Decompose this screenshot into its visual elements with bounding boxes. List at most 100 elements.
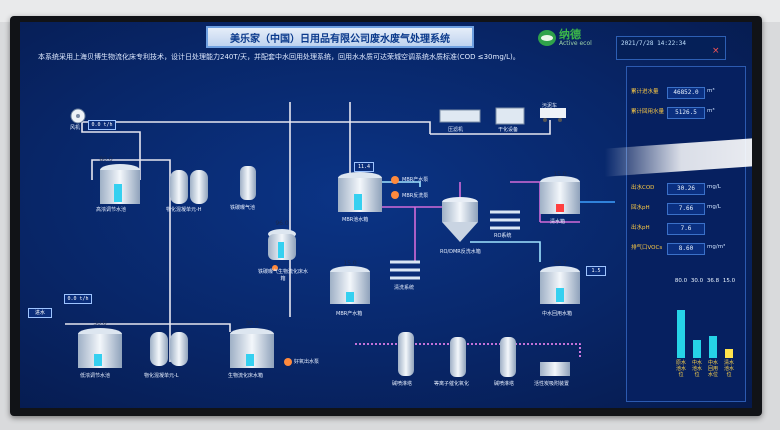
tank-physchem-l [150,332,188,366]
tank-physchem-h [170,170,208,204]
pipe-gas [355,343,581,357]
tank-t9-label: 中水回用水箱 [542,311,573,317]
bar-value-0: 80.0 [674,278,688,284]
tank-fluidized-bed [268,229,296,260]
pump3-icon [284,358,292,366]
tank-iron-carbon [240,166,256,200]
pump1-icon [391,176,399,184]
truck-icon [540,108,566,118]
pipe-low [65,323,231,332]
bar-value-3: 15.0 [722,278,736,284]
bar-label-0: 原水池水位 [675,360,686,378]
inlet-tag: 进水 [28,308,52,318]
tank-t9-value: 36.7 [553,260,567,267]
datetime-display: 2021/7/28 14:22:34 [616,36,726,60]
bar-label-3: 清水池水位 [723,360,734,378]
tank-t5-value: 96.0 [275,220,289,227]
dryer-icon [495,107,525,125]
system-description-marquee: 本系统采用上海贝博生物流化床专利技术，设计日处理能力240T/天，并配套中水回用… [38,53,520,61]
scrubber1-icon [398,332,414,376]
flow-tag-1: 0.0 t/h [88,120,116,130]
ph-tag-1: 11.4 [354,162,374,172]
pump2-icon [391,191,399,199]
tank-t8-value: 15.0 [553,171,567,178]
tank-t3-label: 铁碳曝气池 [230,205,256,211]
page-title: 美乐家（中国）日用品有限公司废水废气处理系统 [206,26,474,48]
scrubber3-label: 碱喷淋塔 [494,381,515,387]
water-level-bar-chart: 80.0 原水池水位 30.0 中水池水位 36.8 中水回用水位 15.0 清水池水位 [674,262,752,386]
bar-2 [709,335,717,358]
tank-t2-label: 物化混凝单元-H [166,207,202,213]
bar-label-1: 中水池水位 [691,360,702,378]
pump4-icon [272,265,278,271]
truck-label: 污泥车 [542,103,558,109]
flow-tag-2: 0.0 t/h [64,294,92,304]
pipe-ro [470,241,541,262]
filter-label: 压滤机 [448,127,464,133]
pipe-air [81,122,141,180]
tank-clear [540,176,580,214]
scrubber3-icon [500,337,516,377]
pipe-pink1 [360,206,416,262]
tank-t1-value: 80.0 [99,156,113,163]
scrubber2-icon [450,337,466,377]
company-logo: 纳德 Active ecol [538,28,606,48]
tank-t6-label: MBR产水箱 [336,311,363,317]
bar-value-2: 36.8 [706,278,720,284]
ro-label: RO系统 [494,233,512,239]
process-diagram [65,102,615,377]
pipe-high [91,159,171,180]
scada-screen: 美乐家（中国）日用品有限公司废水废气处理系统 纳德 Active ecol 20… [20,22,752,408]
tank-t10-value: 30.0 [93,320,107,327]
level-tag: 1.5 [586,266,606,276]
tank-t12-value: 30.0 [245,320,259,327]
biofilter-icon [540,362,570,376]
tank-low-concentration [78,328,122,368]
pipe-mbr [370,181,421,187]
pump2-label: MBR反洗泵 [402,193,429,199]
pipe-pink3 [510,181,541,222]
scrubber1-label: 碱喷淋塔 [392,381,413,387]
biofilter-label: 活性炭吸附装置 [534,381,570,387]
tank-t12-label: 生物流化床水箱 [228,373,264,379]
tank-reuse [540,266,580,304]
logo-subtext: Active ecol [559,40,592,47]
tank-mbr [338,172,382,212]
ro-coil-icon [390,210,520,280]
tank-mbr-product [330,266,370,304]
tank-t8-label: 清水箱 [550,219,566,225]
tank-t5-label: 铁碳曝气生物流化床水箱 [258,269,309,282]
dryer-label: 干化设备 [498,127,519,133]
tank-t11-label: 物化混凝单元-L [144,373,179,379]
pump3-label: 好氧出水泵 [294,359,320,365]
tank-t1-label: 高浓调节水池 [96,207,127,213]
scrubber2-label: 等离子催化氧化 [434,381,470,387]
fan-label: 风机 [70,125,81,131]
close-icon[interactable]: × [712,46,720,56]
bar-value-1: 30.0 [690,278,704,284]
tank-t6-value: 15.0 [343,260,357,267]
tank-t10-label: 低浓调节水池 [80,373,111,379]
cip-label: 清洗系统 [394,285,415,291]
bar-0 [677,310,685,358]
tank-ro-backwash [442,197,478,242]
filter-press-icon [439,109,481,123]
tank-bio-fluidized [230,328,274,368]
bar-label-2: 中水回用水位 [707,360,718,378]
leaf-logo-icon [538,30,556,46]
pipe-top [430,120,551,135]
bar-3 [725,349,733,358]
logo-text: 纳德 [559,28,581,41]
pump1-label: MBR产水泵 [402,177,429,183]
tank-t4-label: MBR池水箱 [342,217,369,223]
bar-1 [693,340,701,358]
pipe-main [82,121,431,134]
tank-t7-label: RO/DMR反洗水箱 [440,249,481,255]
